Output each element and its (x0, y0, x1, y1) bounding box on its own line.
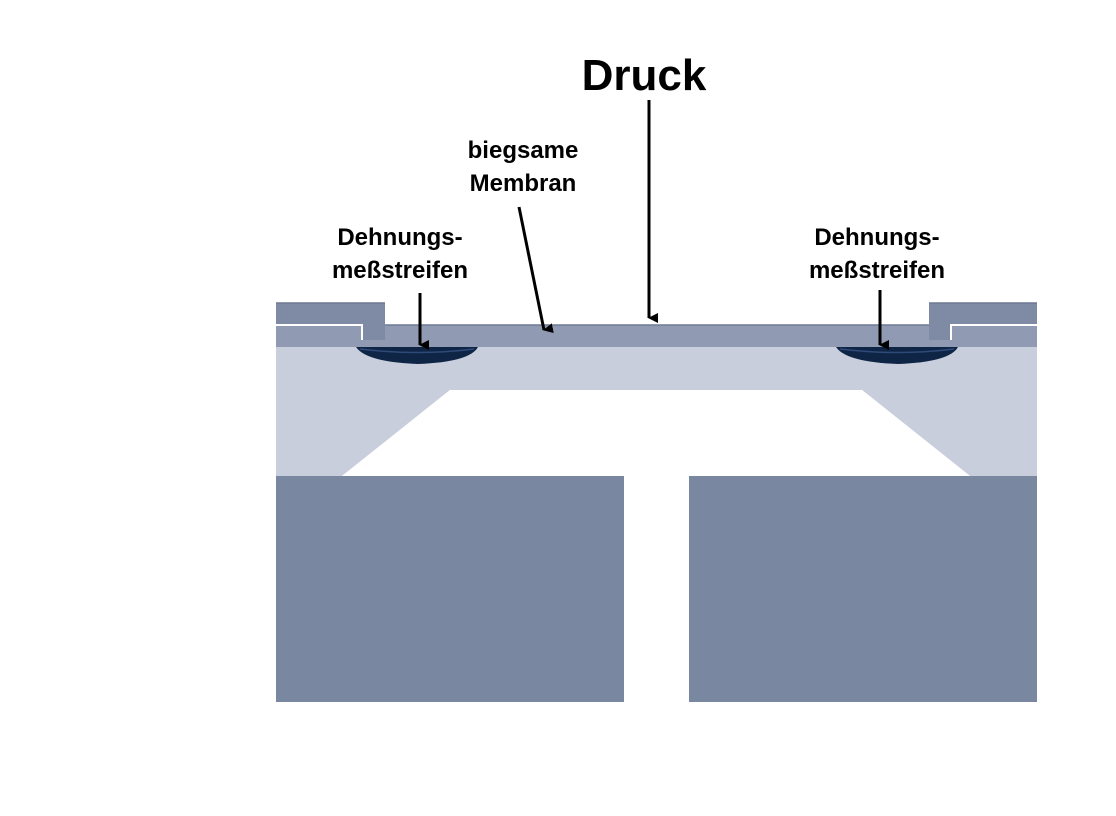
label-strain-right-line1: Dehnungs- (814, 224, 939, 251)
pressure-channel (624, 476, 689, 702)
membrane-arrow (517, 206, 554, 334)
cavity (342, 390, 970, 476)
label-strain-left-line2: meßstreifen (332, 257, 468, 284)
membrane-layer (384, 325, 930, 347)
substrate-block-left (276, 476, 624, 702)
label-strain-left-line1: Dehnungs- (337, 224, 462, 251)
label-membrane-line2: Membran (470, 170, 577, 197)
silicon-body (276, 346, 1037, 476)
label-strain-right-line2: meßstreifen (809, 257, 945, 284)
label-membrane-line1: biegsame (468, 137, 579, 164)
substrate-block-right (689, 476, 1037, 702)
title-druck: Druck (582, 51, 707, 100)
